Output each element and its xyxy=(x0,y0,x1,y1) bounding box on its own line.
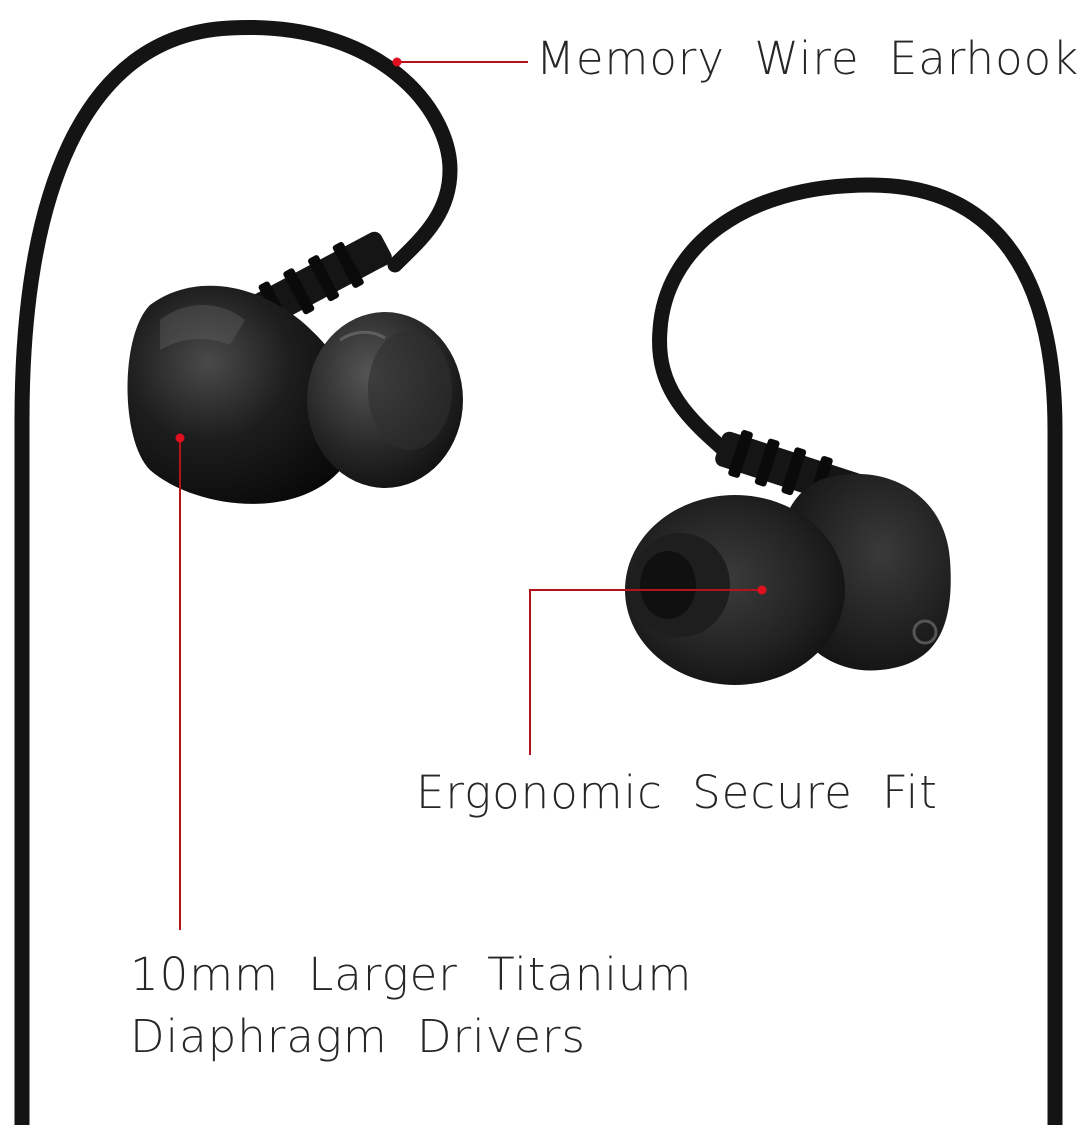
left-cable xyxy=(14,20,458,1130)
callout-earhook-pointer xyxy=(392,57,528,67)
drivers-callout-label-line2: Diaphragm Drivers xyxy=(130,1010,586,1063)
callout-secure-fit-pointer xyxy=(529,585,767,755)
secure-fit-callout-label: Ergonomic Secure Fit xyxy=(416,766,938,819)
left-earpiece-shell xyxy=(127,285,359,504)
callout-drivers-pointer xyxy=(175,433,185,930)
drivers-callout-label-line1: 10mm Larger Titanium xyxy=(130,948,693,1001)
right-cable xyxy=(652,177,1063,1130)
earhook-callout-label: Memory Wire Earhook xyxy=(536,32,1080,85)
